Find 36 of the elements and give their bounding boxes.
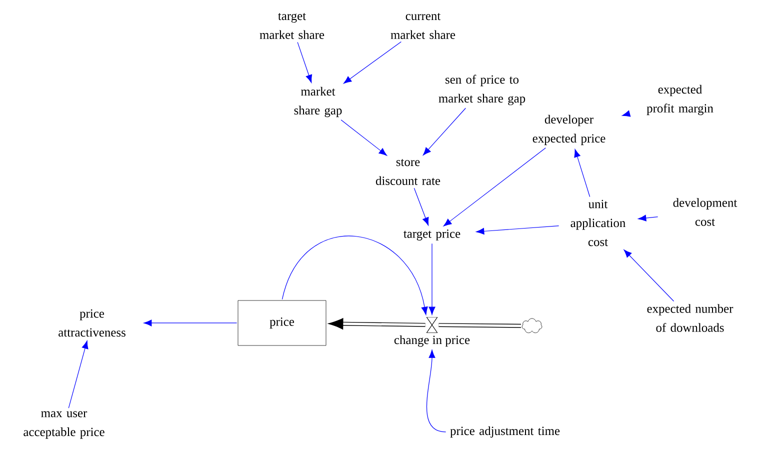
variable-label: price adjustment time: [450, 426, 560, 438]
arrow: [574, 149, 590, 198]
variable-label: market share gap: [294, 86, 342, 118]
arrow: [414, 188, 429, 226]
variable-label: target price: [404, 230, 460, 240]
arrow: [476, 226, 560, 234]
variable-label: sen of price to market share gap: [438, 74, 526, 106]
arrow: [343, 42, 402, 84]
variable-label: max user acceptable price: [24, 411, 104, 439]
arrow: [428, 243, 436, 315]
flow-valve: change in price: [394, 316, 470, 347]
node-label: change in price: [394, 335, 470, 347]
arrow: [443, 148, 546, 226]
arrow: [340, 120, 388, 156]
arrow: [144, 320, 238, 326]
variable-label: development cost: [673, 198, 738, 226]
variable-label: developer expected price: [532, 114, 606, 146]
arrow: [68, 340, 88, 408]
variable-label: expected number of downloads: [647, 304, 734, 332]
variable-label: current market share: [390, 12, 456, 40]
arrow: [297, 42, 312, 83]
variable-label: unit application cost: [570, 200, 626, 246]
arrow: [282, 236, 428, 315]
cloud-symbol: [522, 318, 542, 334]
arrow: [638, 214, 658, 222]
variable-label: target market share: [260, 12, 324, 40]
arrow: [622, 110, 631, 117]
stock-box: price: [238, 300, 326, 346]
flow-pipe: [328, 318, 426, 330]
variable-label: price attractiveness: [58, 309, 126, 337]
variable-label: store discount rate: [376, 158, 440, 186]
flow-pipe: [438, 323, 522, 328]
arrow: [426, 350, 446, 432]
variable-label: expected profit margin: [646, 84, 714, 116]
arrow: [422, 108, 466, 156]
arrow: [624, 250, 674, 302]
